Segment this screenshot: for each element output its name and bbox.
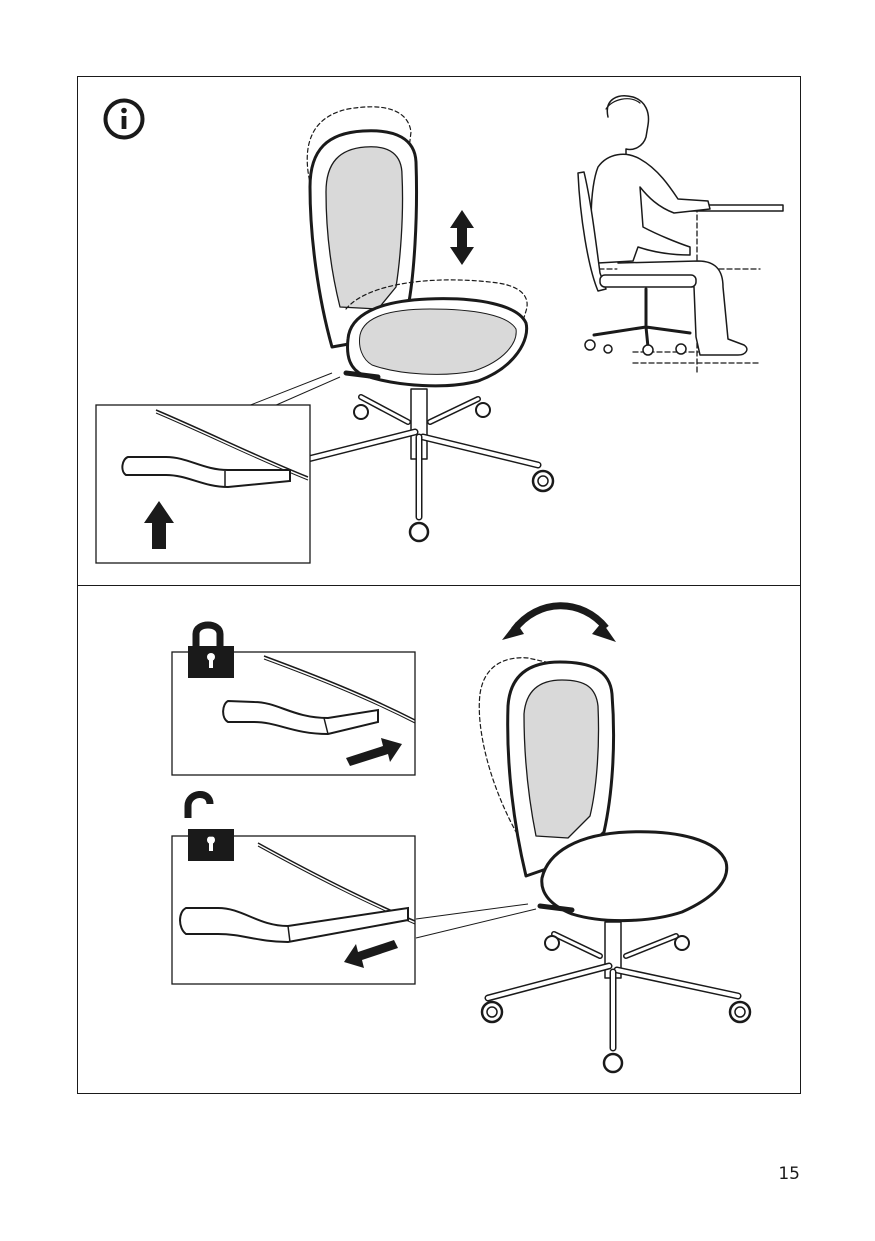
tilt-lock-illustration	[78, 586, 802, 1095]
double-arrow-vertical-icon	[450, 210, 474, 265]
sitting-posture-illustration	[578, 96, 783, 373]
height-adjust-panel	[77, 76, 801, 586]
chair-tilt-illustration	[479, 658, 750, 1072]
height-adjust-illustration	[78, 77, 802, 587]
lever-lift-detail	[96, 373, 340, 563]
chair-height-illustration	[307, 107, 553, 541]
padlock-unlocked-icon	[188, 794, 234, 861]
tilt-lock-panel	[77, 585, 801, 1094]
arrow-left-icon	[344, 940, 398, 968]
page-number: 15	[760, 1164, 800, 1184]
info-circle-icon	[106, 101, 143, 138]
curved-double-arrow-icon	[502, 606, 616, 642]
arrow-right-icon	[346, 738, 402, 766]
